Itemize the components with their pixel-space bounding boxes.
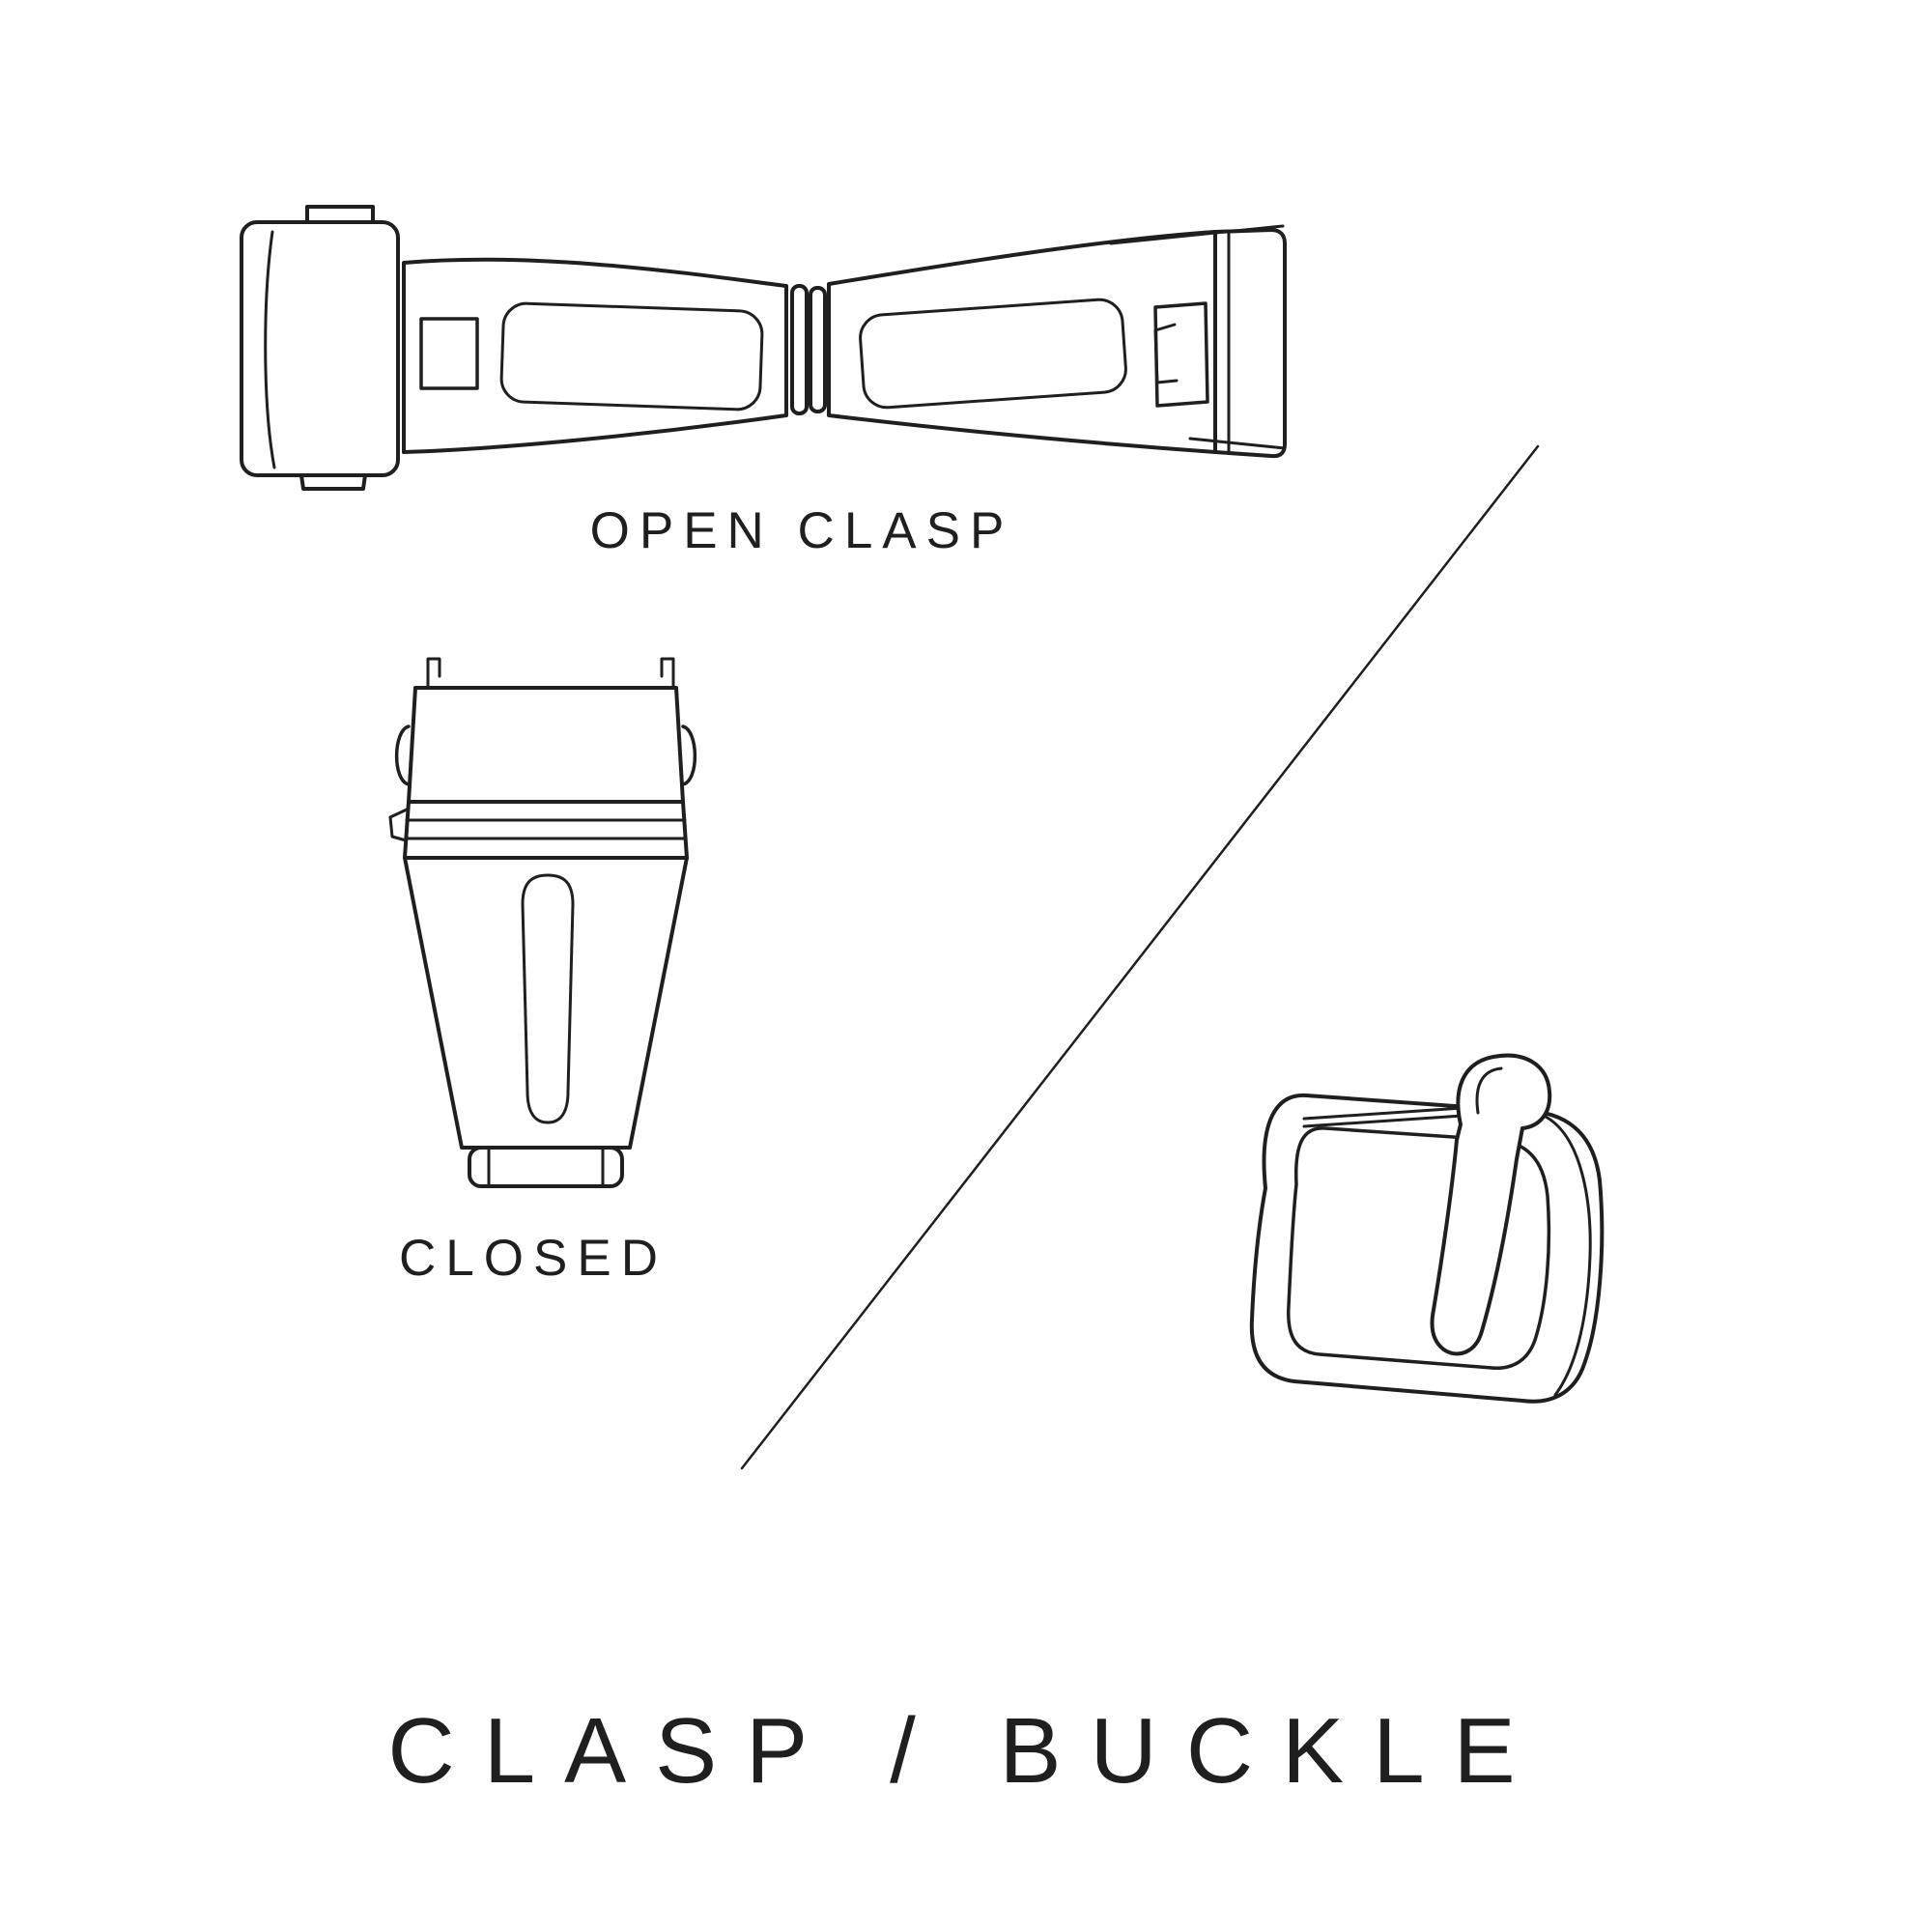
tang-buckle-illustration (1249, 1053, 1605, 1404)
open-clasp-left-arm-panel (499, 301, 764, 412)
buckle-pin-top (1302, 1105, 1478, 1121)
buckle-prong (1430, 1053, 1552, 1356)
closed-clasp-slot (521, 873, 575, 1124)
open-clasp-label: OPEN CLASP (589, 502, 1014, 559)
closed-clasp-band-section (403, 800, 689, 860)
open-clasp-catch-notch (419, 317, 479, 390)
open-clasp-left-arm (402, 257, 788, 454)
closed-clasp-cover (407, 686, 685, 804)
closed-clasp-ear-right (681, 724, 697, 786)
open-clasp-hinge-bar-right (809, 286, 827, 413)
buckle-side-bar-contour (1544, 1115, 1592, 1397)
diagram-title: CLASP / BUCKLE (387, 1699, 1545, 1803)
open-clasp-top-accent (1109, 224, 1285, 245)
open-clasp-fold-piece (240, 220, 400, 477)
open-clasp-hinge-bar-left (790, 284, 809, 415)
closed-clasp-corner-tab (388, 808, 409, 842)
open-clasp-bottom-tab (299, 473, 367, 491)
open-clasp-bottom-accent (1188, 437, 1287, 450)
closed-clasp-illustration (388, 657, 697, 1188)
closed-clasp-label: CLOSED (399, 1230, 668, 1287)
open-clasp-top-tab (305, 205, 375, 224)
closed-clasp-bottom-bar (468, 1146, 624, 1188)
closed-clasp-prong-left (426, 657, 441, 690)
closed-clasp-ear-left (394, 724, 411, 786)
buckle-pin-bottom (1302, 1113, 1478, 1128)
diagonal-divider (740, 444, 1540, 1470)
open-clasp-right-arm-panel (859, 298, 1127, 410)
open-clasp-catch-hook (1153, 323, 1179, 384)
buckle-prong-loop-line (1475, 1066, 1503, 1115)
open-clasp-fold-line (264, 230, 276, 469)
closed-clasp-prong-right (660, 657, 675, 690)
open-clasp-end-plate (1213, 228, 1287, 459)
closed-clasp-body (403, 856, 689, 1150)
open-clasp-illustration (240, 205, 1287, 491)
